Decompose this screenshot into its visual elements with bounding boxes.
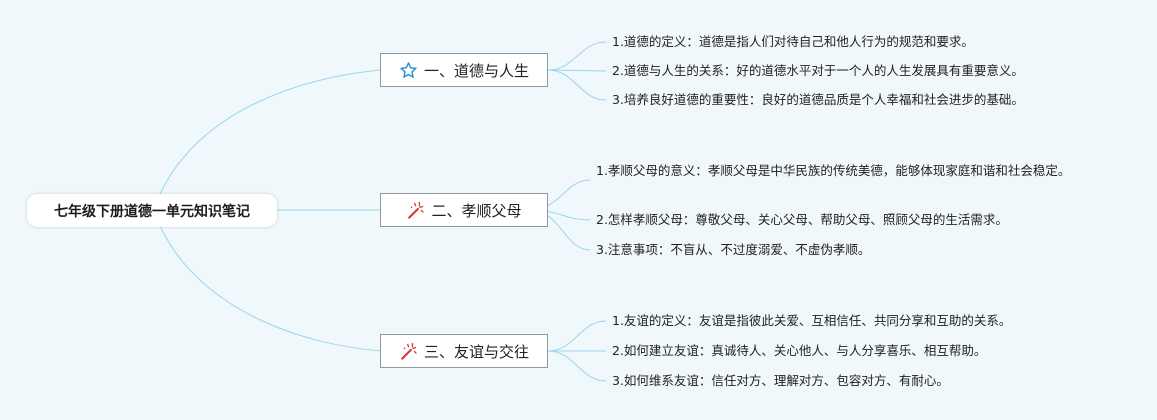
root-title: 七年级下册道德一单元知识笔记 — [54, 203, 250, 220]
connector-topic-3-item-1 — [547, 320, 607, 352]
leaf-item[interactable]: 3.如何维系友谊：信任对方、理解对方、包容对方、有耐心。 — [612, 373, 949, 388]
connector-topic-1-item-2 — [547, 69, 607, 72]
star-outline-icon — [400, 61, 417, 78]
leaf-item[interactable]: 1.道德的定义：道德是指人们对待自己和他人行为的规范和要求。 — [612, 34, 974, 49]
topic-title: 一、道德与人生 — [423, 61, 529, 80]
leaf-item[interactable]: 1.友谊的定义：友谊是指彼此关爱、互相信任、共同分享和互助的关系。 — [612, 313, 1012, 328]
leaf-item[interactable]: 3.注意事项：不盲从、不过度溺爱、不虚伪孝顺。 — [596, 242, 871, 257]
connector-root-topic-3 — [159, 225, 381, 352]
topic-node-filial-piety[interactable]: 二、孝顺父母 — [380, 193, 548, 227]
connector-topic-1-item-3 — [547, 69, 607, 101]
leaf-item[interactable]: 3.培养良好道德的重要性：良好的道德品质是个人幸福和社会进步的基础。 — [612, 92, 1024, 107]
topic-node-morality-and-life[interactable]: 一、道德与人生 — [380, 53, 548, 87]
connector-topic-3-item-3 — [547, 350, 607, 382]
magic-wand-icon — [408, 201, 425, 219]
magic-wand-icon — [401, 342, 417, 360]
leaf-item[interactable]: 2.如何建立友谊：真诚待人、关心他人、与人分享喜乐、相互帮助。 — [612, 343, 987, 358]
connector-root-topic-1 — [159, 69, 381, 195]
leaf-item[interactable]: 2.道德与人生的关系：好的道德水平对于一个人的人生发展具有重要意义。 — [612, 63, 1024, 78]
topic-title: 三、友谊与交往 — [423, 342, 529, 361]
connector-topic-1-item-1 — [547, 41, 607, 71]
leaf-item[interactable]: 2.怎样孝顺父母：尊敬父母、关心父母、帮助父母、照顾父母的生活需求。 — [596, 212, 1008, 227]
leaf-item[interactable]: 1.孝顺父母的意义：孝顺父母是中华民族的传统美德，能够体现家庭和谐和社会稳定。 — [596, 163, 1071, 178]
topic-title: 二、孝顺父母 — [431, 201, 522, 220]
root-node[interactable]: 七年级下册道德一单元知识笔记 — [27, 194, 277, 227]
topic-node-friendship[interactable]: 三、友谊与交往 — [380, 334, 548, 368]
